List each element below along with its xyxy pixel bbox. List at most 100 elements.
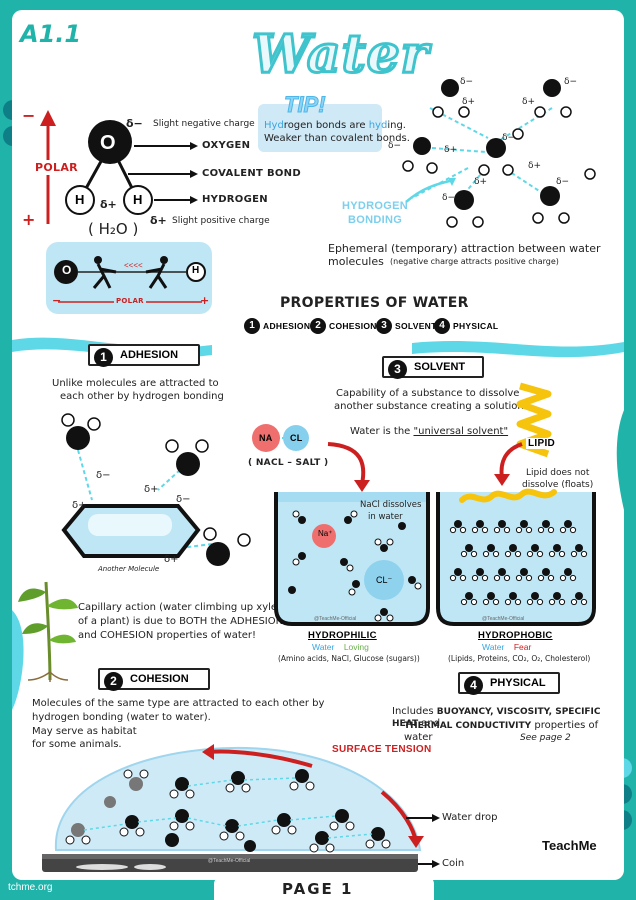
property-label-physical: PHYSICAL xyxy=(453,321,499,331)
slight-negative-symbol: δ− xyxy=(126,117,143,130)
svg-text:<<<<: <<<< xyxy=(124,261,143,270)
property-number-2: 2 xyxy=(310,318,326,334)
cl-label: CL xyxy=(290,433,303,443)
tip-line-1: Hydrogen bonds are hyding. xyxy=(264,120,406,131)
property-label-adhesion: ADHESION xyxy=(263,321,311,331)
tug-plus: + xyxy=(200,294,210,307)
worksheet-page: A1.1 Water − + POLAR O H H δ− Slight neg… xyxy=(12,10,624,880)
svg-text:δ−: δ− xyxy=(388,141,401,151)
capillary-line-3: and COHESION properties of water! xyxy=(78,630,257,641)
svg-text:δ−: δ− xyxy=(176,494,191,505)
nacl-note-1: NaCl dissolves xyxy=(360,500,422,510)
svg-text:δ+: δ+ xyxy=(522,97,535,107)
water-formula: ( H₂O ) xyxy=(88,220,139,238)
tip-title: TIP! xyxy=(284,92,327,118)
properties-list: 1 ADHESION 2 COHESION 3 SOLVENT 4 PHYSIC… xyxy=(244,318,514,334)
solvent-number: 3 xyxy=(388,360,407,379)
brand-logo-text: TeachMe xyxy=(542,838,597,853)
tug-minus: − xyxy=(52,294,62,307)
lipid-arrow-icon xyxy=(494,442,523,486)
hbond-arrow-icon xyxy=(405,178,456,203)
solvent-desc-1: Capability of a substance to dissolve xyxy=(336,388,520,399)
property-number-1: 1 xyxy=(244,318,260,334)
physical-heading: 4 PHYSICAL xyxy=(458,672,560,695)
beaker-watermark-2: @TeachMe-Official xyxy=(482,616,525,622)
physical-number: 4 xyxy=(464,676,483,695)
slight-negative-text: Slight negative charge xyxy=(153,119,255,129)
property-label-cohesion: COHESION xyxy=(329,321,377,331)
property-number-4: 4 xyxy=(434,318,450,334)
svg-text:δ−: δ− xyxy=(564,77,577,87)
physical-desc-2: THERMAL CONDUCTIVITY properties of water xyxy=(404,720,599,743)
lipid-label: LIPID xyxy=(526,438,558,449)
svg-text:δ−: δ− xyxy=(442,193,455,203)
oxygen-label: OXYGEN xyxy=(202,140,251,151)
hydrophobic-examples: (Lipids, Proteins, CO₂, O₂, Cholesterol) xyxy=(448,654,591,663)
cohesion-desc-1: Molecules of the same type are attracted… xyxy=(32,698,325,709)
cohesion-desc-2: hydrogen bonding (water to water). xyxy=(32,712,211,723)
hydrophobic-label: HYDROPHOBIC xyxy=(478,630,553,641)
solvent-title: SOLVENT xyxy=(414,361,466,373)
tug-o-letter: O xyxy=(62,263,72,277)
nacl-note-2: in water xyxy=(368,512,403,522)
lipid-icon xyxy=(516,382,552,458)
polar-tug-panel: <<<< O H − + POLAR xyxy=(46,242,212,314)
another-molecule-label: Another Molecule xyxy=(98,565,160,573)
hydrogen-label: HYDROGEN xyxy=(202,194,268,205)
section-code: A1.1 xyxy=(20,20,82,48)
page-title: Water xyxy=(250,23,430,87)
cohesion-heading: 2 COHESION xyxy=(98,668,210,691)
svg-text:δ+: δ+ xyxy=(144,484,159,495)
plus-sign: + xyxy=(22,210,36,229)
brand-logo: TeachMe xyxy=(542,832,598,864)
svg-text:δ+: δ+ xyxy=(72,500,87,511)
plant-icon xyxy=(18,581,78,682)
adhesion-number: 1 xyxy=(94,348,113,367)
minus-sign: − xyxy=(22,106,36,125)
adhesion-title: ADHESION xyxy=(120,349,179,361)
physical-desc-1: Includes BUOYANCY, VISCOSITY, SPECIFIC H… xyxy=(392,706,601,729)
footer-url: tchme.org xyxy=(8,882,53,893)
nacl-pair-icon xyxy=(252,424,309,452)
adhesion-diagram: δ−δ+ δ+δ− δ+ xyxy=(61,413,251,566)
nacl-arrow-icon xyxy=(327,442,370,492)
coin-label: Coin xyxy=(442,858,465,869)
svg-text:δ−: δ− xyxy=(96,470,111,481)
tip-line-2: Weaker than covalent bonds. xyxy=(264,133,410,144)
hydrogen-letter-left: H xyxy=(75,192,85,207)
hbond-subcaption: (negative charge attracts positive charg… xyxy=(390,257,559,266)
cohesion-title: COHESION xyxy=(130,673,189,685)
adhesion-desc-2: each other by hydrogen bonding xyxy=(60,391,224,402)
hydrogen-letter-right: H xyxy=(133,192,143,207)
water-drop-label: Water drop xyxy=(442,812,498,823)
capillary-line-2: of a plant) is due to BOTH the ADHESION xyxy=(78,616,284,627)
hbond-label-2: BONDING xyxy=(348,214,403,226)
hydrophobic-breakdown: Water Fear xyxy=(482,642,532,652)
hbond-caption: Ephemeral (temporary) attraction between… xyxy=(328,242,601,268)
svg-text:δ+: δ+ xyxy=(474,177,487,187)
svg-text:δ+: δ+ xyxy=(528,161,541,171)
cohesion-desc-3: May serve as habitat xyxy=(32,726,137,737)
cohesion-desc-4: for some animals. xyxy=(32,739,122,750)
surface-tension-label: SURFACE TENSION xyxy=(332,744,432,755)
svg-text:δ−: δ− xyxy=(460,77,473,87)
footer-tab xyxy=(214,876,434,900)
physical-title: PHYSICAL xyxy=(490,677,546,689)
beaker-watermark-1: @TeachMe-Official xyxy=(314,616,357,622)
beakers-diagram xyxy=(274,488,596,626)
page-number: PAGE 1 xyxy=(282,880,354,898)
na-ion-label: Na⁺ xyxy=(318,529,333,538)
hydrophilic-breakdown: Water Loving xyxy=(312,642,369,652)
oxygen-letter: O xyxy=(100,132,116,154)
cl-ion-label: CL⁻ xyxy=(376,575,393,585)
tug-h-letter: H xyxy=(192,265,200,276)
svg-text:δ−: δ− xyxy=(502,133,515,143)
lipid-note-2: dissolve (floats) xyxy=(522,480,594,490)
universal-solvent: Water is the "universal solvent" xyxy=(350,426,509,437)
hydrophilic-examples: (Amino acids, NaCl, Glucose (sugars)) xyxy=(278,654,420,663)
lipid-note-1: Lipid does not xyxy=(526,468,590,478)
slight-positive-text: Slight positive charge xyxy=(172,216,270,226)
na-label: NA xyxy=(259,433,273,443)
polar-label: POLAR xyxy=(34,160,79,175)
drop-watermark: @TeachMe-Official xyxy=(208,858,251,864)
